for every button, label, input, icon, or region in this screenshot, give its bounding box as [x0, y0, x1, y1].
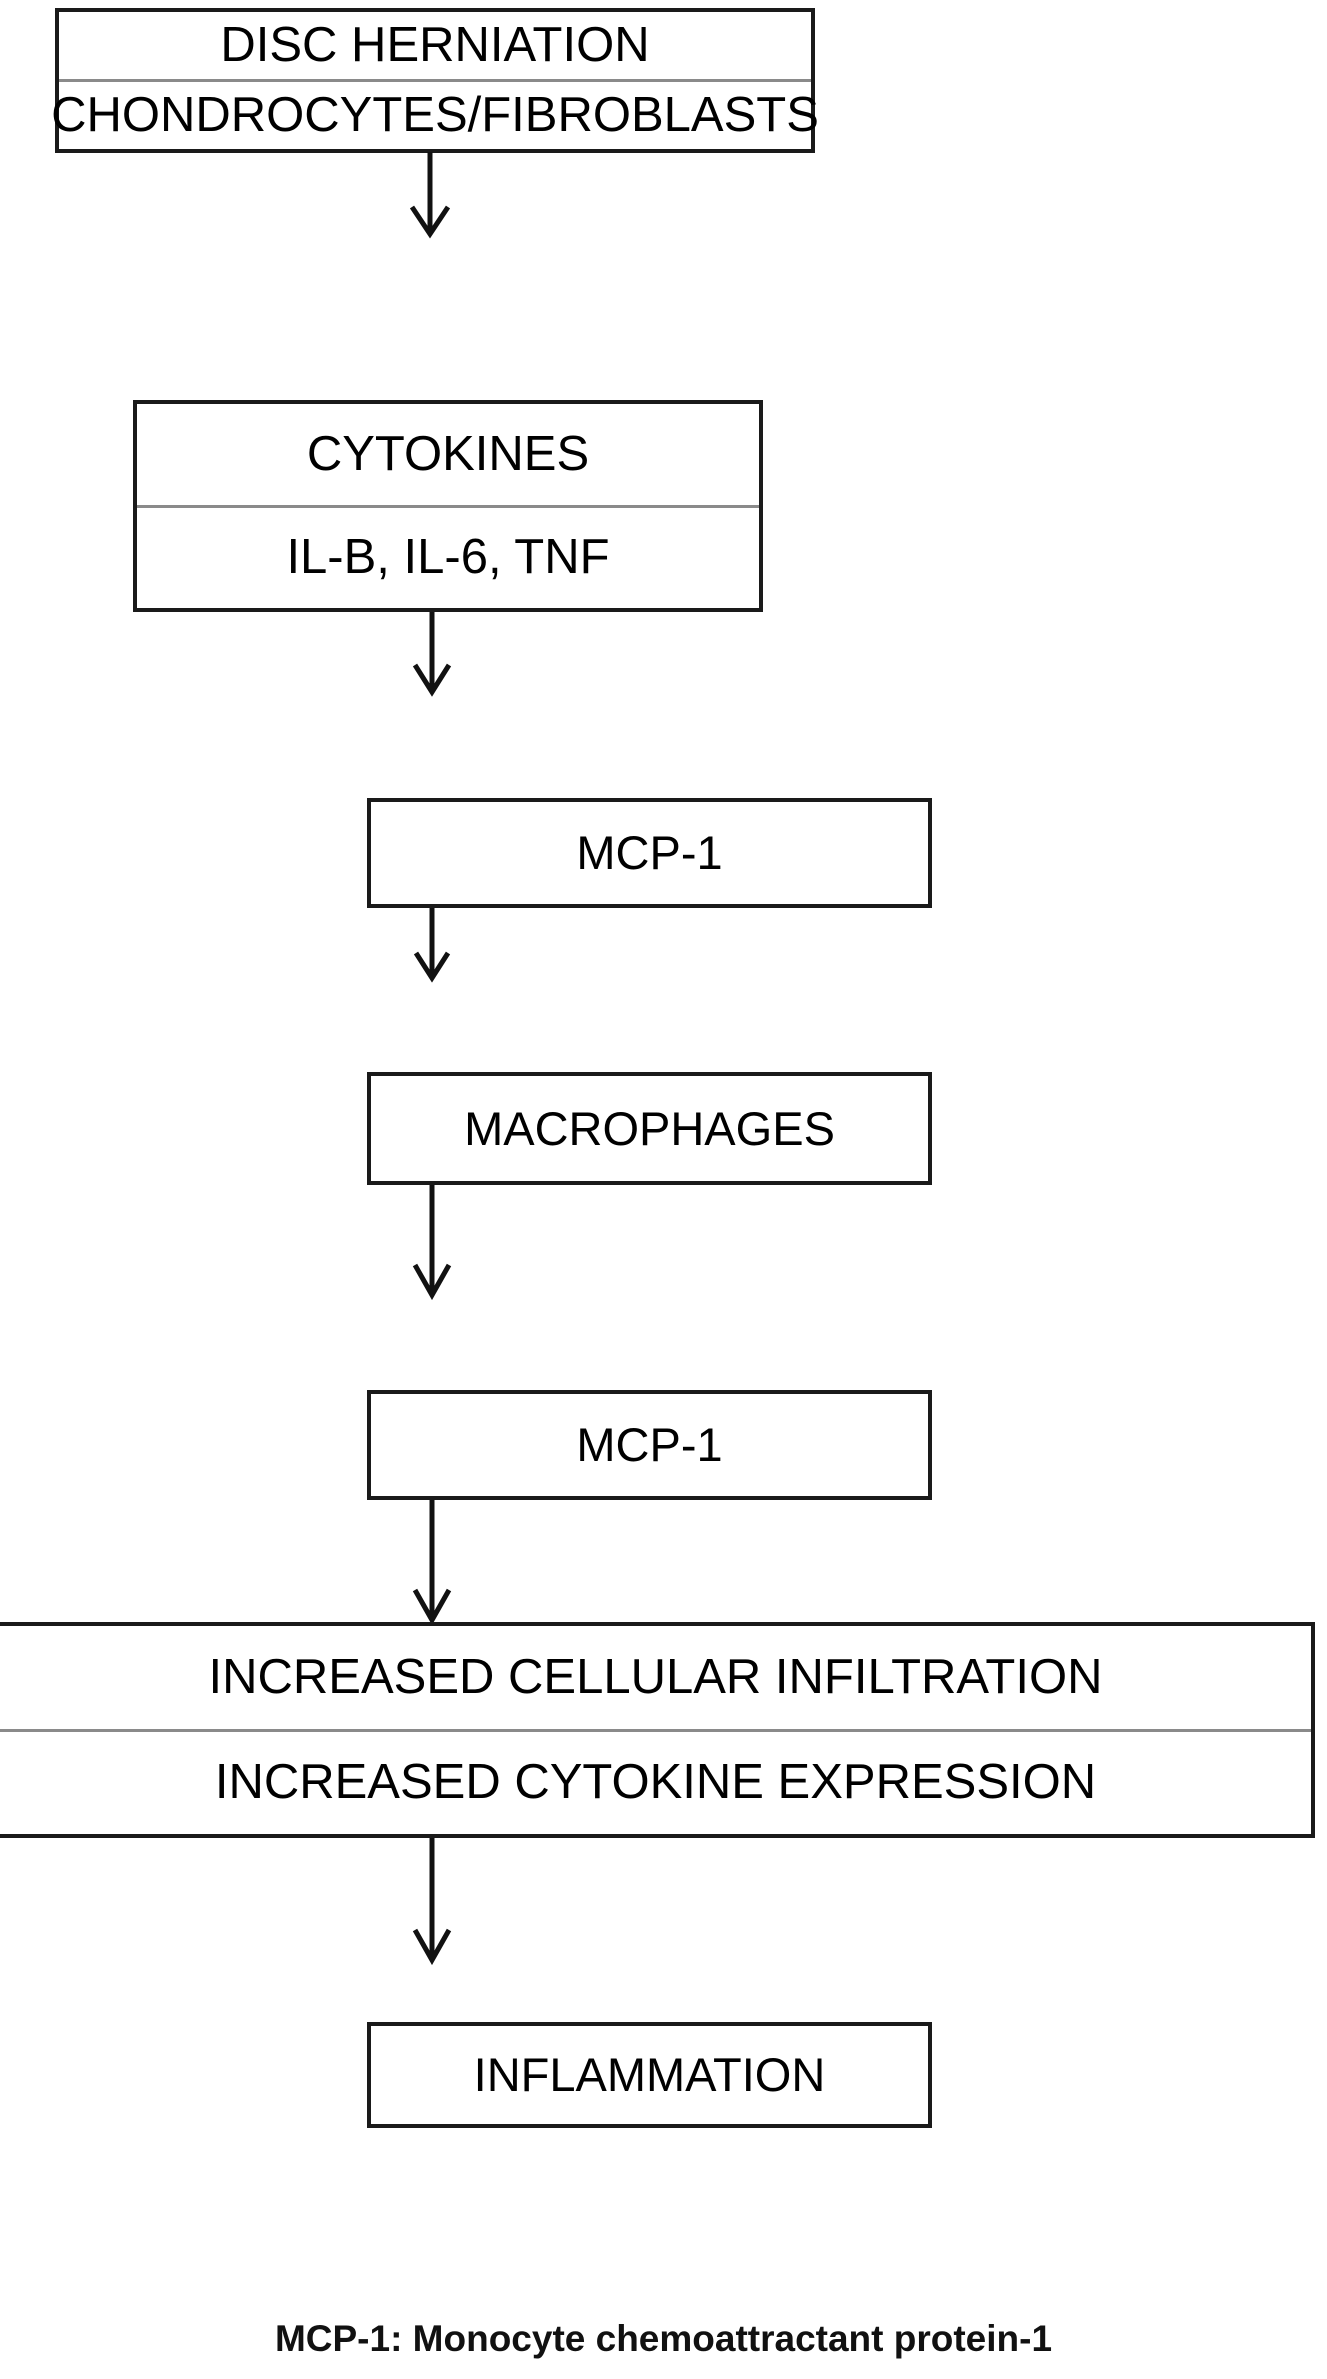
node-increased-response-label-1: INCREASED CELLULAR INFILTRATION [208, 1649, 1103, 1704]
node-disc-herniation-line-2: CHONDROCYTES/FIBROBLASTS [51, 82, 819, 149]
arrow-cytokines-to-mcp1-first [412, 612, 452, 697]
node-increased-response-line-1: INCREASED CELLULAR INFILTRATION [0, 1626, 1311, 1732]
node-macrophages-label: MACROPHAGES [464, 1101, 835, 1155]
node-disc-herniation-line-1: DISC HERNIATION [59, 12, 811, 82]
node-inflammation-line: INFLAMMATION [371, 2026, 928, 2124]
node-increased-response: INCREASED CELLULAR INFILTRATION INCREASE… [0, 1622, 1315, 1838]
node-increased-response-label-2: INCREASED CYTOKINE EXPRESSION [214, 1755, 1097, 1810]
node-mcp1-second-label: MCP-1 [576, 1418, 723, 1472]
node-cytokines-label-1: CYTOKINES [306, 426, 590, 481]
node-inflammation-label: INFLAMMATION [473, 2048, 826, 2102]
node-inflammation: INFLAMMATION [367, 2022, 932, 2128]
diagram-caption: MCP-1: Monocyte chemoattractant protein-… [274, 2318, 1053, 2359]
node-mcp1-first-label: MCP-1 [576, 826, 723, 880]
arrow-disc-herniation-to-cytokines [409, 152, 451, 239]
node-macrophages-line: MACROPHAGES [371, 1076, 928, 1181]
node-mcp1-second-line: MCP-1 [371, 1394, 928, 1496]
node-disc-herniation-label-1: DISC HERNIATION [220, 17, 650, 72]
arrow-mcp1-second-to-increased-response [412, 1500, 452, 1626]
node-mcp1-first-line: MCP-1 [371, 802, 928, 904]
node-cytokines-label-2: IL-B, IL-6, TNF [286, 530, 610, 585]
node-increased-response-line-2: INCREASED CYTOKINE EXPRESSION [0, 1732, 1311, 1835]
arrow-macrophages-to-mcp1-second [412, 1185, 452, 1301]
node-cytokines-line-2: IL-B, IL-6, TNF [137, 508, 759, 609]
arrow-increased-response-to-inflammation [412, 1838, 452, 1966]
node-mcp1-second: MCP-1 [367, 1390, 932, 1500]
arrow-mcp1-first-to-macrophages [413, 908, 451, 983]
node-disc-herniation: DISC HERNIATION CHONDROCYTES/FIBROBLASTS [51, 8, 819, 153]
node-disc-herniation-label-2: CHONDROCYTES/FIBROBLASTS [51, 87, 819, 142]
node-mcp1-first: MCP-1 [367, 798, 932, 908]
node-cytokines: CYTOKINES IL-B, IL-6, TNF [133, 400, 763, 612]
node-cytokines-line-1: CYTOKINES [137, 404, 759, 508]
node-macrophages: MACROPHAGES [367, 1072, 932, 1185]
